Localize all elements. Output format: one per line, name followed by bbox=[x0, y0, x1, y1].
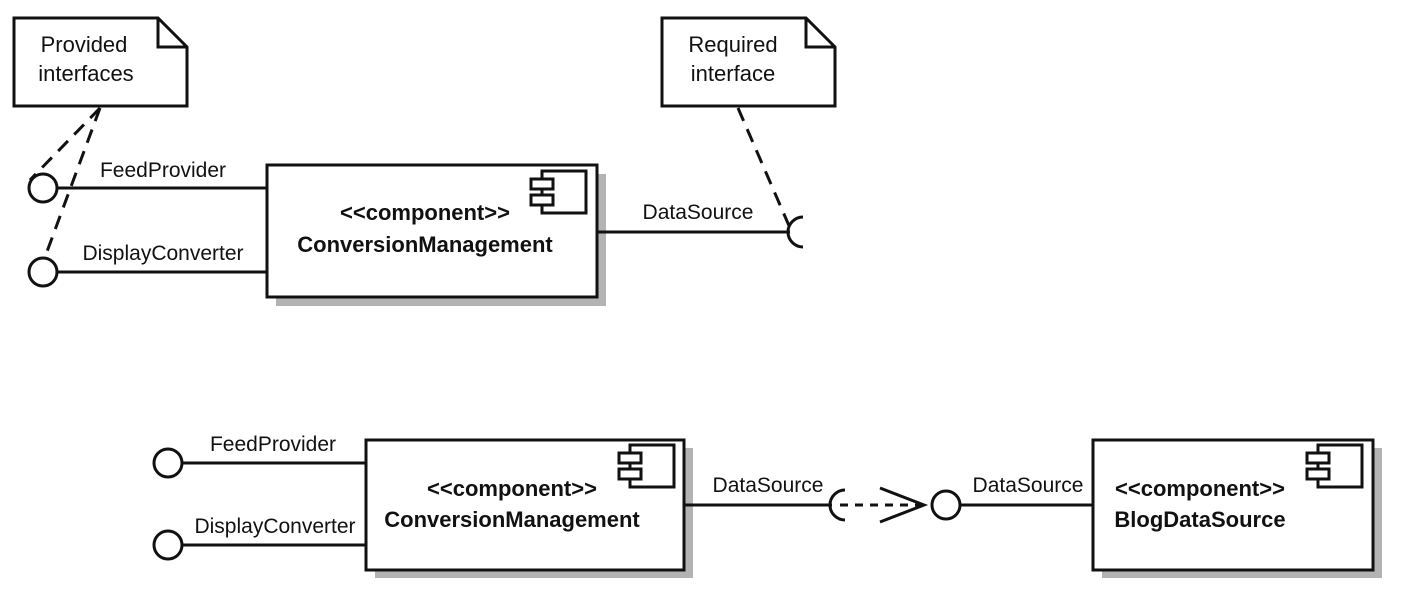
anchor-provided-display bbox=[43, 107, 102, 258]
lollipop-icon bbox=[152, 529, 184, 561]
arrowhead-icon bbox=[879, 486, 929, 524]
lollipop-icon bbox=[152, 447, 184, 479]
lollipop-icon bbox=[930, 489, 962, 521]
label-datasource-required: DataSource bbox=[713, 474, 824, 497]
required-interface-datasource-bottom: DataSource bbox=[684, 474, 846, 522]
component-name: ConversionManagement bbox=[297, 232, 553, 257]
note-required-line1: Required bbox=[688, 32, 777, 57]
component-icon bbox=[529, 169, 588, 215]
socket-icon bbox=[828, 488, 846, 522]
label-datasource-provided: DataSource bbox=[973, 474, 1084, 497]
component-icon bbox=[1305, 443, 1364, 489]
note-required-line2: interface bbox=[691, 61, 775, 86]
anchor-provided-feed bbox=[28, 106, 102, 182]
lollipop-icon bbox=[27, 256, 59, 288]
component-stereotype: <<component>> bbox=[427, 476, 597, 501]
label-feedprovider: FeedProvider bbox=[210, 433, 336, 456]
provided-interface-feedprovider-top: FeedProvider bbox=[27, 159, 267, 204]
component-conversion-management-top: <<component>> ConversionManagement bbox=[265, 163, 606, 306]
note-provided-line1: Provided bbox=[41, 32, 128, 57]
component-stereotype: <<component>> bbox=[340, 200, 510, 225]
provided-interface-datasource-bottom: DataSource bbox=[930, 474, 1093, 521]
component-name: BlogDataSource bbox=[1114, 507, 1285, 532]
component-name: ConversionManagement bbox=[384, 507, 640, 532]
dependency-arrow bbox=[840, 486, 929, 524]
provided-interface-feedprovider-bottom: FeedProvider bbox=[152, 433, 366, 479]
label-displayconverter: DisplayConverter bbox=[194, 515, 355, 538]
lollipop-icon bbox=[27, 172, 59, 204]
component-blogdatasource: <<component>> BlogDataSource bbox=[1091, 438, 1382, 578]
note-provided-interfaces: Provided interfaces bbox=[12, 16, 189, 108]
socket-icon bbox=[786, 215, 804, 249]
provided-interface-displayconverter-bottom: DisplayConverter bbox=[152, 515, 366, 561]
label-feedprovider: FeedProvider bbox=[100, 159, 226, 182]
provided-interface-displayconverter-top: DisplayConverter bbox=[27, 242, 267, 288]
label-displayconverter: DisplayConverter bbox=[82, 242, 243, 265]
component-icon bbox=[617, 443, 676, 489]
component-conversion-management-bottom: <<component>> ConversionManagement bbox=[364, 438, 693, 578]
note-provided-line2: interfaces bbox=[38, 61, 133, 86]
required-interface-datasource-top: DataSource bbox=[597, 201, 804, 249]
label-datasource: DataSource bbox=[643, 201, 754, 224]
note-required-interface: Required interface bbox=[660, 16, 837, 108]
component-stereotype: <<component>> bbox=[1115, 476, 1285, 501]
